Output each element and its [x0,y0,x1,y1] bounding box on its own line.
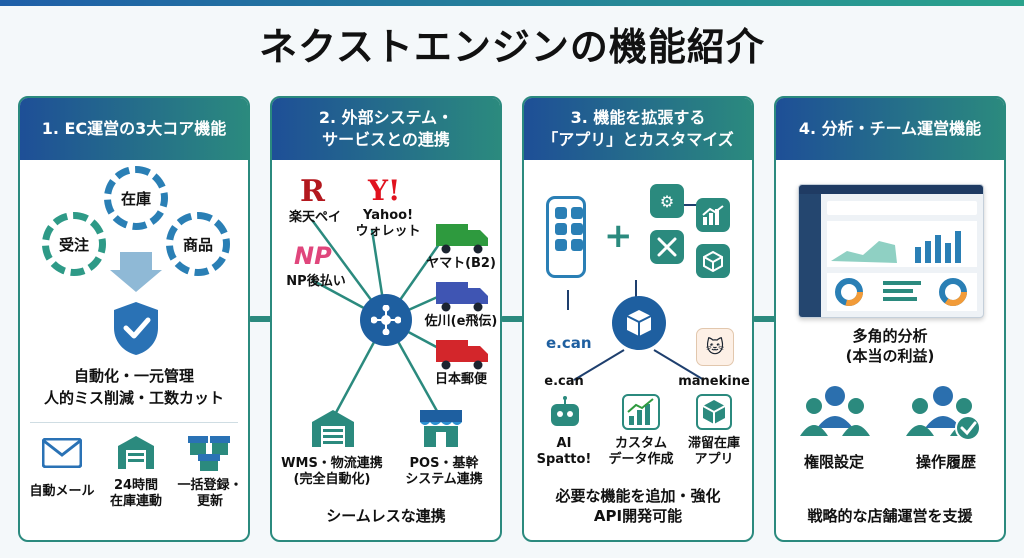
feature-bulk-update: 一括登録・ 更新 [177,478,243,509]
hub-network-icon [360,294,412,346]
yahoo-wallet-label: Yahoo! ウォレット [355,208,421,239]
wms-label: WMS・物流連携 (完全自動化) [281,456,383,487]
ecan-logo: e.can [546,334,592,352]
ai-spatto-label: AI Spatto! [536,436,592,467]
truck-sagawa-icon [436,282,488,312]
gear-shohin: 商品 [166,212,230,276]
dashboard-area-chart [827,221,977,267]
core-summary-1: 自動化・一元管理 [73,367,194,385]
tools-tile-icon [650,230,684,264]
shield-check-icon [114,302,158,355]
top-accent-bar [0,0,1024,6]
smartphone-app-icon [546,196,586,278]
custom-data-label: カスタム データ作成 [608,436,674,467]
dashboard-donuts [827,273,977,311]
np-atobarai-label: NP後払い [286,274,346,289]
mail-icon [42,438,82,468]
sagawa-label: 佐川(e飛伝) [424,314,498,329]
connector-3-4 [752,316,780,322]
gear-tile-icon: ⚙ [650,184,684,218]
chart-tile-icon [696,198,730,232]
stock-box-icon [696,394,732,430]
divider [30,422,238,423]
pos-label: POS・基幹 システム連携 [405,456,483,487]
core-summary-2: 人的ミス削減・工数カット [43,389,224,407]
dashboard-screenshot [798,184,984,318]
panel-1-header: 1. EC運営の3大コア機能 [20,98,248,160]
panel-4-footer: 戦略的な店舗運営を支援 [807,507,973,525]
panel-3-header: 3. 機能を拡張する 「アプリ」とカスタマイズ [524,98,752,160]
ai-robot-icon [551,396,579,426]
page-title: ネクストエンジンの機能紹介 [259,25,765,69]
manekineko-icon: 🐱 [696,328,734,366]
down-arrow-icon [110,252,162,292]
warehouse-icon [118,436,154,469]
panel-apps-customize: 3. 機能を拡張する 「アプリ」とカスタマイズ + ⚙ [522,96,754,542]
box-tile-icon [696,244,730,278]
panel-4-header: 4. 分析・チーム運営機能 [776,98,1004,160]
stock-app-label: 滞留在庫 アプリ [687,436,740,467]
connector-2-3 [500,316,528,322]
users-history-icon [906,386,981,441]
panel-2-header: 2. 外部システム・ サービスとの連携 [272,98,500,160]
gear-zaiko: 在庫 [104,166,168,230]
gear-juchu: 受注 [42,212,106,276]
feature-auto-mail: 自動メール [29,484,95,499]
yamato-label: ヤマト(B2) [426,256,496,271]
plus-icon: + [604,216,633,256]
panel-3-footer: 必要な機能を追加・強化 API開発可能 [555,487,721,525]
store-pos-icon [420,410,462,447]
panel-external-integration: 2. 外部システム・ サービスとの連携 R 楽天ペイ Y! Yahoo! ウォレ… [270,96,502,542]
warehouse-wms-icon [312,410,354,447]
ecan-label: e.can [544,374,584,389]
analysis-label: 多角的分析 (本当の利益) [845,327,935,365]
manekine-label: manekine [678,374,750,389]
panel-analytics-team: 4. 分析・チーム運営機能 多角的分析 (本当の利益) [774,96,1006,542]
permission-label: 権限設定 [803,453,864,471]
truck-japanpost-icon [436,340,488,370]
rakuten-logo: R [300,174,325,209]
custom-data-chart-icon [622,394,660,430]
panel-core-functions: 1. EC運営の3大コア機能 在庫 受注 商品 自動化・一元管理 人的ミス削減・… [18,96,250,542]
japan-post-label: 日本郵便 [434,372,487,387]
feature-24h-stock: 24時間 在庫連動 [109,478,162,509]
history-label: 操作履歴 [915,453,976,471]
central-package-icon [612,296,666,350]
truck-yamato-icon [436,224,488,254]
users-group-icon [800,386,870,436]
yahoo-logo: Y! [368,174,401,207]
panel-2-footer: シームレスな連携 [326,507,446,525]
stores-icon [188,436,230,471]
rakuten-pay-label: 楽天ペイ [288,210,341,225]
np-logo: NP [294,242,332,270]
connector-1-2 [248,316,276,322]
